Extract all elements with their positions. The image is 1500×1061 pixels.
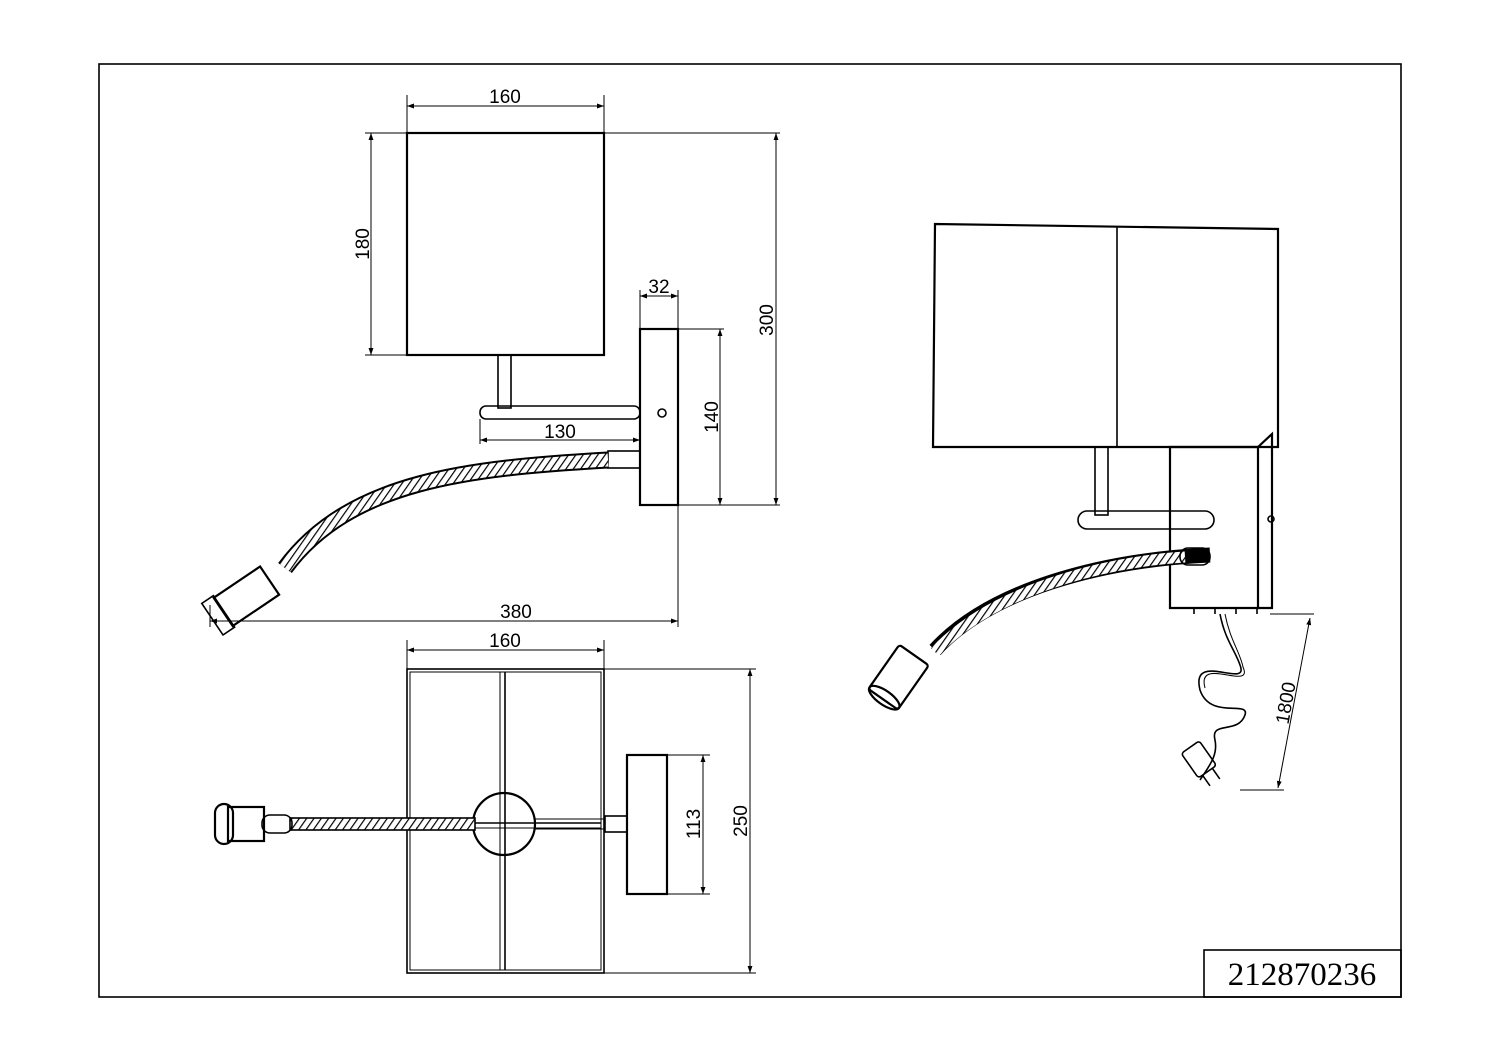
drawing-frame (98, 63, 1402, 998)
top-reading-head (226, 805, 266, 843)
dim-side-shade-width: 160 (489, 87, 521, 108)
persp-flex-gooseneck (929, 547, 1211, 656)
product-code: 212870236 (1228, 957, 1377, 993)
side-flex-collar (607, 450, 641, 469)
side-stem (497, 354, 512, 409)
side-wall-plate (638, 327, 680, 507)
top-flex-gooseneck (289, 817, 476, 831)
side-shade (405, 131, 606, 357)
dim-top-shade-width: 160 (489, 631, 521, 652)
side-view: 160 180 300 32 140 130 380 (200, 87, 780, 637)
dim-top-shade-depth: 250 (731, 805, 752, 837)
persp-wall-box (1168, 445, 1260, 610)
side-reading-head (212, 564, 281, 628)
perspective-view: 1800 (867, 222, 1314, 791)
dim-side-shade-height: 180 (353, 228, 374, 260)
product-code-box (1203, 949, 1402, 998)
dim-arm-length: 130 (544, 422, 576, 443)
top-shade-hub (471, 791, 537, 857)
dim-total-projection: 380 (500, 602, 532, 623)
persp-shade (931, 222, 1280, 449)
top-view: 160 250 113 (213, 631, 756, 974)
persp-plug (1181, 741, 1217, 778)
persp-cable (1198, 613, 1247, 781)
side-plate-screw (657, 408, 667, 418)
dim-side-total-height: 300 (757, 304, 778, 336)
top-wall-plate (625, 753, 669, 896)
dim-cable-length: 1800 (1273, 680, 1301, 725)
dim-plate-depth: 32 (648, 277, 669, 298)
persp-arm (1077, 510, 1215, 530)
persp-reading-head (868, 644, 929, 710)
dim-top-plate-width: 113 (684, 809, 705, 839)
dim-plate-height: 140 (702, 401, 723, 433)
